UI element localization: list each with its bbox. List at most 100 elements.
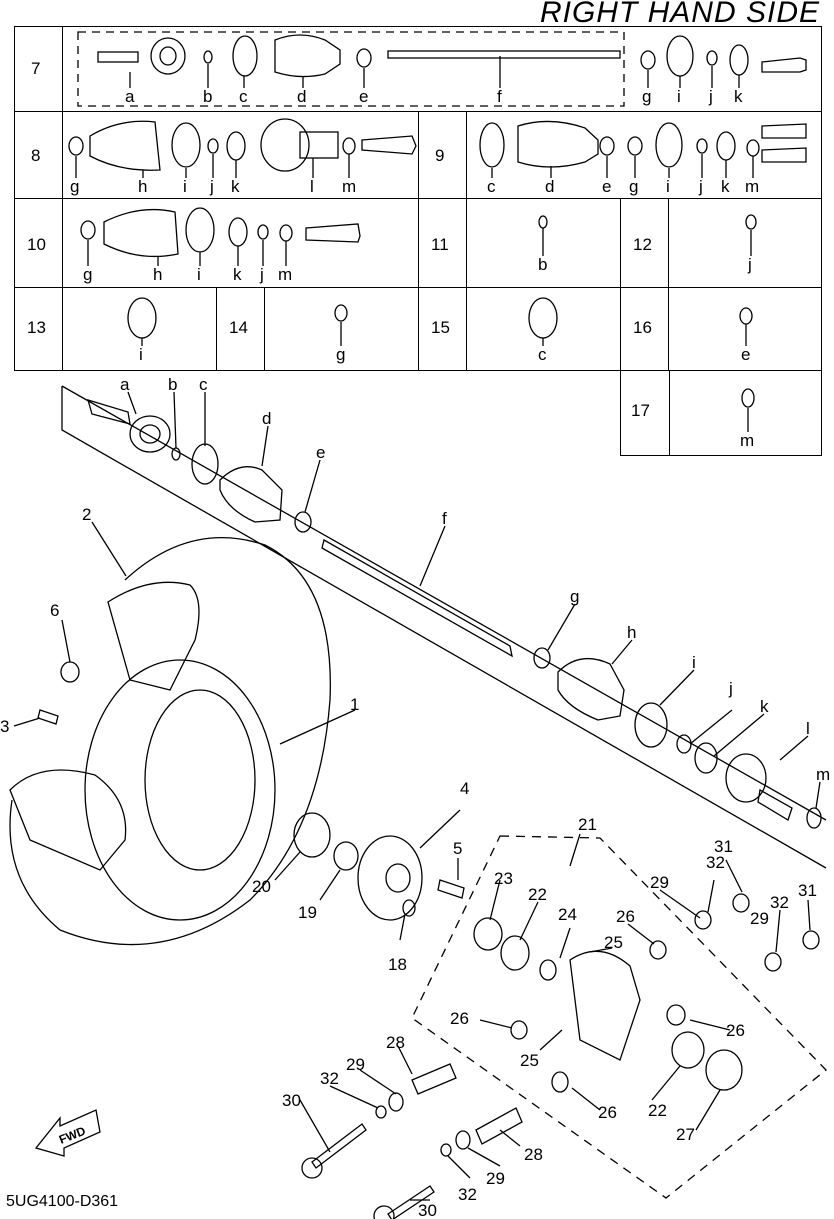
part-letter: h (153, 265, 162, 284)
callout: 26 (726, 1021, 745, 1040)
part-letter: l (310, 177, 314, 196)
part-letter: k (233, 265, 242, 284)
part-letter: i (692, 653, 696, 672)
callout: 22 (528, 885, 547, 904)
callout: 31 (798, 881, 817, 900)
part-letter: g (70, 177, 79, 196)
callout: 31 (714, 837, 733, 856)
callout: 6 (50, 601, 59, 620)
part-letter: g (336, 345, 345, 364)
callout: 30 (418, 1201, 437, 1219)
kit-number: 10 (27, 235, 46, 254)
part-letter: b (203, 87, 212, 106)
part-letter: m (816, 765, 830, 784)
part-letter: c (487, 177, 496, 196)
part-letter: a (120, 375, 130, 394)
part-letter: g (629, 177, 638, 196)
diagram-code: 5UG4100-D361 (6, 1193, 119, 1210)
callout: 23 (494, 869, 513, 888)
part-letter: d (262, 409, 271, 428)
callout: 19 (298, 903, 317, 922)
part-letter: b (538, 255, 547, 274)
callout: 29 (346, 1055, 365, 1074)
callout: 29 (486, 1169, 505, 1188)
callout: 20 (252, 877, 271, 896)
part-letter: j (747, 255, 752, 274)
callout: 28 (524, 1145, 543, 1164)
part-letter: d (545, 177, 554, 196)
part-letter: f (497, 87, 502, 106)
callout: 32 (770, 893, 789, 912)
part-letter: e (741, 345, 750, 364)
part-letter: c (199, 375, 208, 394)
part-letter: l (806, 719, 810, 738)
callout: 26 (616, 907, 635, 926)
callout: 5 (453, 839, 462, 858)
part-letter: e (316, 443, 325, 462)
kit-number: 7 (31, 59, 41, 78)
callout: 32 (458, 1185, 477, 1204)
callout: 18 (388, 955, 407, 974)
callout: 27 (676, 1125, 695, 1144)
part-letter: i (139, 345, 143, 364)
kit-row-13-16: 13 14 15 16 (14, 287, 822, 371)
kit-number: 15 (431, 318, 450, 337)
callout: 29 (750, 909, 769, 928)
part-letter: k (721, 177, 730, 196)
part-letter: e (602, 177, 611, 196)
callout: 1 (350, 695, 359, 714)
part-letter: j (259, 265, 264, 284)
callout: 25 (604, 933, 623, 952)
kit-number: 12 (633, 235, 652, 254)
part-letter: j (708, 87, 713, 106)
part-letter: d (297, 87, 306, 106)
callout: 26 (450, 1009, 469, 1028)
callout: 25 (520, 1051, 539, 1070)
callout: 21 (578, 815, 597, 834)
part-letter: g (83, 265, 92, 284)
callout: 26 (598, 1103, 617, 1122)
part-letter: m (745, 177, 759, 196)
part-letter: b (168, 375, 177, 394)
kit-number: 14 (229, 318, 248, 337)
kit-number: 16 (633, 318, 652, 337)
part-letter: k (760, 697, 769, 716)
part-letter: h (138, 177, 147, 196)
callout: 32 (706, 853, 725, 872)
callout: 4 (460, 779, 469, 798)
part-letter: f (442, 509, 447, 528)
part-letter: m (278, 265, 292, 284)
callout: 28 (386, 1033, 405, 1052)
part-letter: c (239, 87, 248, 106)
kit-number: 9 (435, 146, 445, 165)
part-letter: g (570, 587, 579, 606)
part-letter: a (125, 87, 135, 106)
part-letter: i (666, 177, 670, 196)
part-letter: e (359, 87, 368, 106)
callout: 30 (282, 1091, 301, 1110)
callout: 32 (320, 1069, 339, 1088)
part-letter: j (209, 177, 214, 196)
part-letter: j (728, 679, 733, 698)
callout: 29 (650, 873, 669, 892)
page-title: RIGHT HAND SIDE (539, 0, 820, 29)
part-letter: m (342, 177, 356, 196)
callout: 2 (82, 505, 91, 524)
kit-row-17: 17 (620, 370, 822, 456)
part-letter: m (740, 431, 754, 450)
kit-number: 11 (431, 235, 449, 254)
callout: 22 (648, 1101, 667, 1120)
part-letter: g (642, 87, 651, 106)
part-letter: c (538, 345, 547, 364)
kit-number: 13 (27, 318, 46, 337)
callout: 3 (0, 717, 9, 736)
callout: 24 (558, 905, 577, 924)
part-letter: k (734, 87, 743, 106)
part-letter: i (183, 177, 187, 196)
kit-number: 17 (631, 401, 650, 420)
part-letter: i (677, 87, 681, 106)
part-letter: k (231, 177, 240, 196)
